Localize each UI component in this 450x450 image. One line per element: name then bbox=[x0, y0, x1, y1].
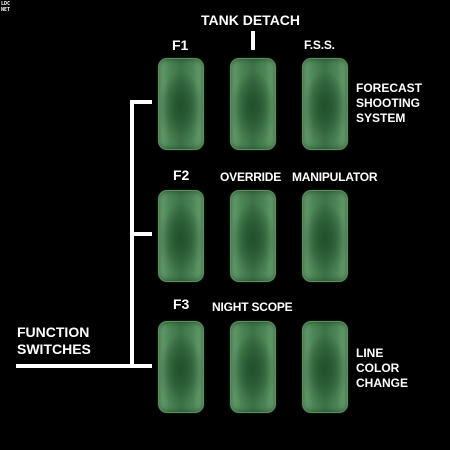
line-color-change-line-3: CHANGE bbox=[356, 376, 409, 390]
function-switch-bracket-f1 bbox=[130, 100, 152, 104]
fss-label: F.S.S. bbox=[304, 38, 335, 52]
f1-label: F1 bbox=[172, 37, 189, 53]
tank-detach-button[interactable] bbox=[230, 58, 276, 150]
line-color-change-line-1: LINE bbox=[356, 346, 384, 360]
f3-label: F3 bbox=[173, 296, 190, 312]
forecast-line-3: SYSTEM bbox=[356, 111, 406, 125]
corner-logo: LDC NET bbox=[1, 1, 10, 13]
manipulator-button[interactable] bbox=[302, 190, 348, 282]
fss-button[interactable] bbox=[302, 58, 348, 150]
forecast-line-2: SHOOTING bbox=[356, 96, 421, 110]
line-color-change-label: LINE COLOR CHANGE bbox=[356, 346, 408, 391]
forecast-shooting-system-label: FORECAST SHOOTING SYSTEM bbox=[356, 81, 422, 126]
f2-button[interactable] bbox=[158, 190, 204, 282]
function-switches-label: FUNCTION SWITCHES bbox=[17, 324, 91, 358]
tank-detach-indicator bbox=[251, 31, 255, 50]
night-scope-button[interactable] bbox=[230, 321, 276, 413]
function-switches-line-1: FUNCTION bbox=[17, 324, 90, 340]
night-scope-label: NIGHT SCOPE bbox=[212, 300, 293, 314]
line-color-change-button[interactable] bbox=[302, 321, 348, 413]
forecast-line-1: FORECAST bbox=[356, 81, 422, 95]
manipulator-label: MANIPULATOR bbox=[292, 170, 378, 184]
f3-button[interactable] bbox=[158, 321, 204, 413]
function-switch-bracket-f2 bbox=[130, 232, 152, 236]
function-switches-line-2: SWITCHES bbox=[17, 341, 91, 357]
logo-line-2: NET bbox=[1, 7, 11, 13]
f1-button[interactable] bbox=[158, 58, 204, 150]
logo-line-1: LDC bbox=[1, 1, 11, 7]
function-switch-bracket-f3 bbox=[16, 364, 152, 368]
tank-detach-label: TANK DETACH bbox=[201, 12, 301, 28]
override-button[interactable] bbox=[230, 190, 276, 282]
line-color-change-line-2: COLOR bbox=[356, 361, 400, 375]
override-label: OVERRIDE bbox=[220, 170, 282, 184]
f2-label: F2 bbox=[173, 167, 190, 183]
